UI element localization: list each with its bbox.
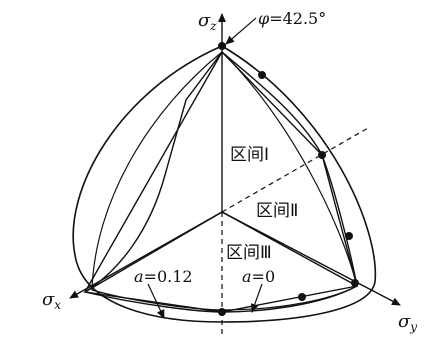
a1-annotation: a=0.12 bbox=[134, 267, 193, 286]
data-point-top bbox=[218, 42, 226, 50]
dashed-line-diagonal bbox=[221, 127, 369, 213]
sigma-x-label: σx bbox=[42, 289, 61, 312]
data-point-mid-right bbox=[345, 232, 353, 240]
region-2-label: 区间Ⅱ bbox=[256, 201, 298, 221]
sigma-z-label: σz bbox=[198, 10, 217, 33]
sigma-y-label: σy bbox=[398, 311, 417, 334]
data-point-right bbox=[318, 151, 326, 159]
ray-to-left bbox=[84, 211, 223, 293]
a0-leader bbox=[250, 283, 263, 313]
a1-leader bbox=[147, 283, 165, 319]
phi-leader bbox=[225, 17, 257, 45]
region-1-label: 区间Ⅰ bbox=[230, 145, 269, 165]
region-3-label: 区间Ⅲ bbox=[226, 243, 272, 263]
outer-yield-curve bbox=[72, 45, 377, 323]
data-point-bottom bbox=[218, 308, 226, 316]
triangular-boundary bbox=[83, 51, 358, 313]
ray-to-right bbox=[221, 211, 358, 287]
data-point-bottom-right bbox=[298, 293, 306, 301]
a0-annotation: a=0 bbox=[242, 267, 275, 286]
mid-yield-curve bbox=[91, 51, 358, 311]
data-point-lower-right bbox=[351, 279, 359, 287]
inner-yield-curve bbox=[83, 50, 358, 313]
data-point-upper-right bbox=[258, 71, 266, 79]
phi-annotation: φ=42.5° bbox=[258, 9, 326, 28]
